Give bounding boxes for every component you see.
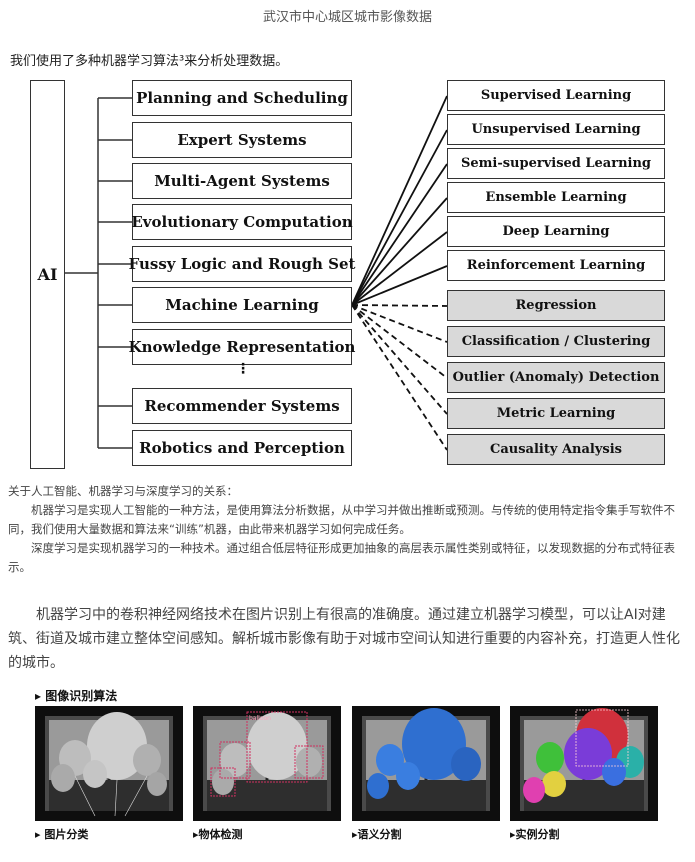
ai-taxonomy-diagram: AI Planning and Scheduling Expert System… [0, 70, 695, 472]
ml-task-outlier-detection: Outlier (Anomaly) Detection [447, 362, 665, 393]
semantic-segmentation-thumbnail [352, 706, 500, 821]
branch-knowledge-representation: Knowledge Representation [129, 329, 355, 365]
label-semantic-segmentation: ▸语义分割 [352, 828, 402, 841]
ml-task-classification: Classification / Clustering [447, 326, 665, 357]
ml-type-reinforcement: Reinforcement Learning [447, 250, 665, 281]
branch-expert-systems: Expert Systems [132, 122, 352, 158]
ellipsis-dots: ⋮ [236, 361, 250, 377]
page-title: 武汉市中心城区城市影像数据 [262, 10, 432, 25]
instance-segmentation-thumbnail [510, 706, 658, 821]
label-instance-segmentation: ▸实例分割 [510, 828, 560, 841]
intro-text: 我们使用了多种机器学习算法³来分析处理数据。 [10, 54, 289, 69]
branch-multi-agent-systems: Multi-Agent Systems [132, 163, 352, 199]
label-object-detection: ▸物体检测 [193, 828, 243, 841]
ml-task-metric-learning: Metric Learning [447, 398, 665, 429]
balloons-semantic-image [352, 706, 500, 821]
relation-section: 关于人工智能、机器学习与深度学习的关系： 机器学习是实现人工智能的一种方法，是使… [8, 482, 688, 577]
ml-type-unsupervised: Unsupervised Learning [447, 114, 665, 145]
balloons-instance-image [510, 706, 658, 821]
branch-evolutionary-computation: Evolutionary Computation [131, 204, 353, 240]
branch-fuzzy-logic: Fussy Logic and Rough Set [129, 246, 355, 282]
branch-machine-learning: Machine Learning [132, 287, 352, 323]
ml-type-ensemble: Ensemble Learning [447, 182, 665, 213]
detection-label: balloon [249, 715, 271, 722]
balloons-gray-image [35, 706, 183, 821]
ml-definition: 机器学习是实现人工智能的一种方法，是使用算法分析数据，从中学习并做出推断或预测。… [8, 503, 675, 536]
label-image-classification: ▸ 图片分类 [35, 828, 89, 841]
ai-root-box: AI [30, 80, 65, 469]
dl-definition: 深度学习是实现机器学习的一种技术。通过组合低层特征形成更加抽象的高层表示属性类别… [8, 541, 675, 574]
branch-robotics-perception: Robotics and Perception [132, 430, 352, 466]
object-detection-thumbnail: balloon [193, 706, 341, 821]
cnn-paragraph: 机器学习中的卷积神经网络技术在图片识别上有很高的准确度。通过建立机器学习模型，可… [8, 607, 680, 671]
branch-recommender-systems: Recommender Systems [132, 388, 352, 424]
ml-task-regression: Regression [447, 290, 665, 321]
branch-planning-scheduling: Planning and Scheduling [132, 80, 352, 116]
relation-heading: 关于人工智能、机器学习与深度学习的关系： [8, 484, 238, 498]
ml-type-deep: Deep Learning [447, 216, 665, 247]
connector-lines [65, 95, 448, 451]
balloons-detection-image: balloon [193, 706, 341, 821]
ml-type-supervised: Supervised Learning [447, 80, 665, 111]
image-classification-thumbnail [35, 706, 183, 821]
ml-type-semi-supervised: Semi-supervised Learning [447, 148, 665, 179]
ml-task-causality: Causality Analysis [447, 434, 665, 465]
algorithms-title: ▸ 图像识别算法 [35, 689, 118, 703]
